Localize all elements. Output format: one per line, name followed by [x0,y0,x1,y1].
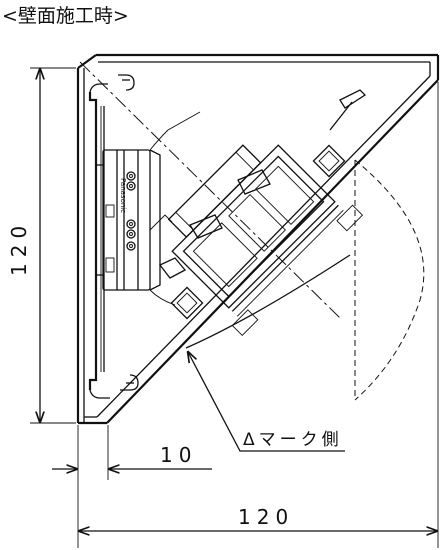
brand-label: Panasonic [119,178,127,213]
internal-unit [167,144,364,336]
outlet-device: Panasonic [95,111,201,306]
dim-offset-label: 10 [160,443,197,467]
dim-height-label: 120 [7,220,31,276]
dim-height [30,67,76,424]
swing-arcs [185,159,425,401]
connectors [149,89,367,320]
mark-leader [188,352,345,452]
wall-bracket [88,74,139,399]
diagram-title: <壁面施工時> [2,5,129,27]
dim-width [79,82,439,548]
terminal-screws [126,171,136,251]
center-line [79,61,341,319]
cover-outline [76,53,440,425]
dim-width-label: 120 [238,505,294,529]
mark-side-note: Δマーク側 [243,430,343,450]
